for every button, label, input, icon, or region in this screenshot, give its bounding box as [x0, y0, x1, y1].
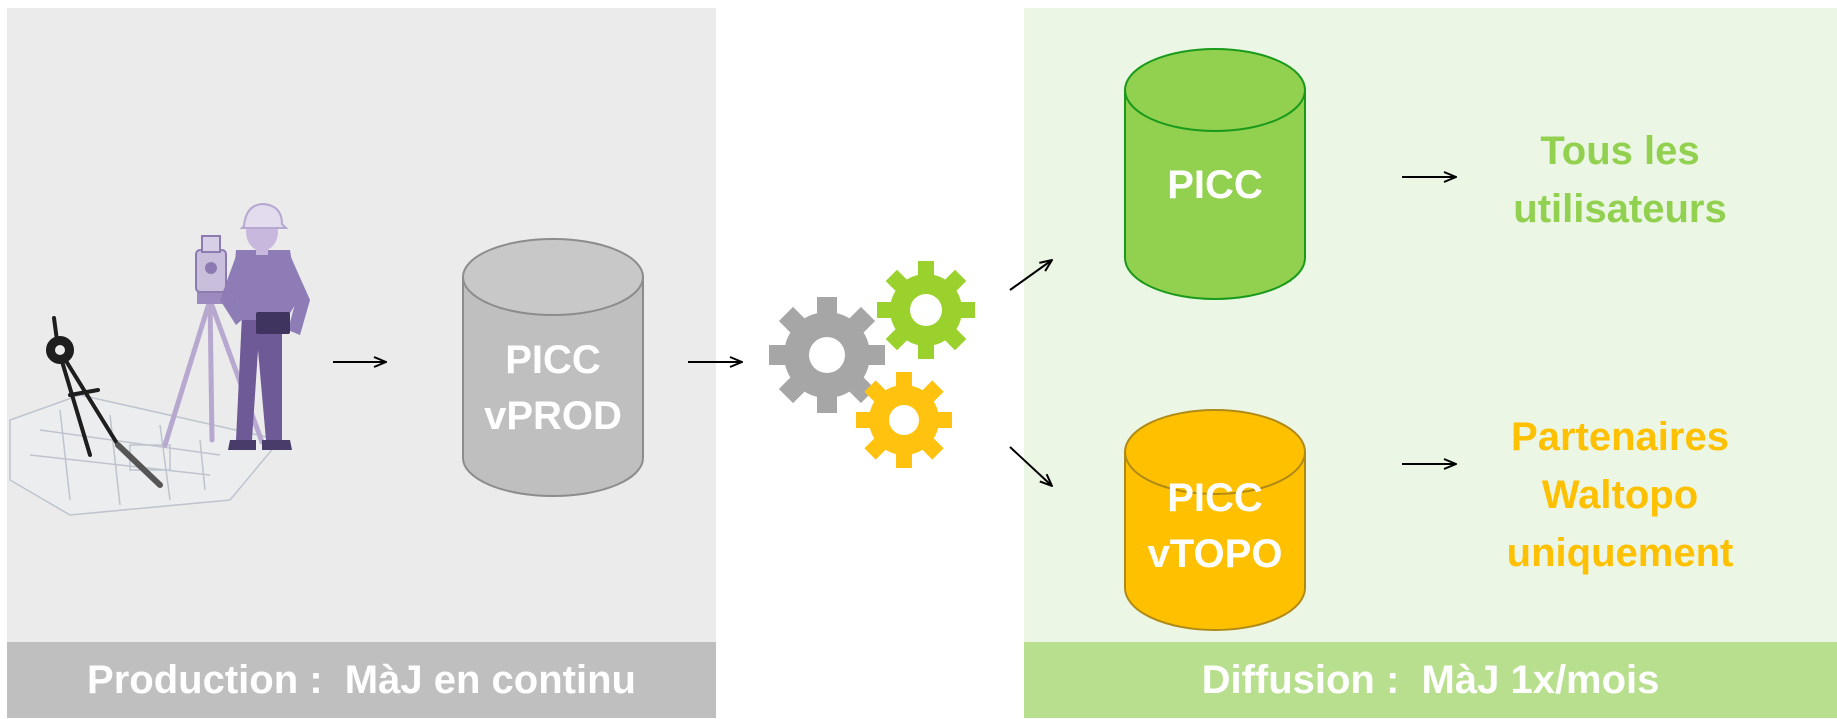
db-label-line: vTOPO [1147, 532, 1283, 576]
surveyor-illustration [9, 202, 310, 516]
green-gear [877, 261, 975, 359]
db-label-line: vPROD [484, 394, 622, 438]
orange-gear [856, 372, 952, 468]
vprod-db-label: PICC vPROD [463, 318, 643, 458]
diffusion-footer: Diffusion : MàJ 1x/mois [1024, 642, 1837, 718]
audience-line: Tous les [1540, 129, 1700, 173]
surveyor-figure [220, 202, 310, 450]
arrow-icon [1009, 446, 1052, 486]
audience-line: Partenaires [1511, 415, 1729, 459]
db-label-line: PICC [505, 338, 601, 382]
gears-icon [769, 261, 975, 468]
gray-gear [769, 297, 885, 413]
compass-icon [46, 316, 120, 457]
cylinder-vtopo [1124, 409, 1306, 631]
vtopo-db-label: PICC vTOPO [1125, 466, 1305, 586]
audience-partner-label: Partenaires Waltopo uniquement [1500, 408, 1740, 582]
arrow-icon [1009, 260, 1052, 291]
picc-db-label: PICC [1125, 150, 1305, 220]
audience-line: utilisateurs [1513, 187, 1727, 231]
cylinder-picc [1124, 48, 1306, 300]
audience-line: Waltopo [1541, 473, 1699, 517]
db-label-line: PICC [1167, 476, 1263, 520]
audience-line: uniquement [1506, 531, 1734, 575]
db-label-line: PICC [1167, 163, 1263, 207]
cylinder-vprod [462, 238, 644, 497]
production-footer: Production : MàJ en continu [7, 642, 716, 718]
audience-public-label: Tous les utilisateurs [1500, 120, 1740, 240]
